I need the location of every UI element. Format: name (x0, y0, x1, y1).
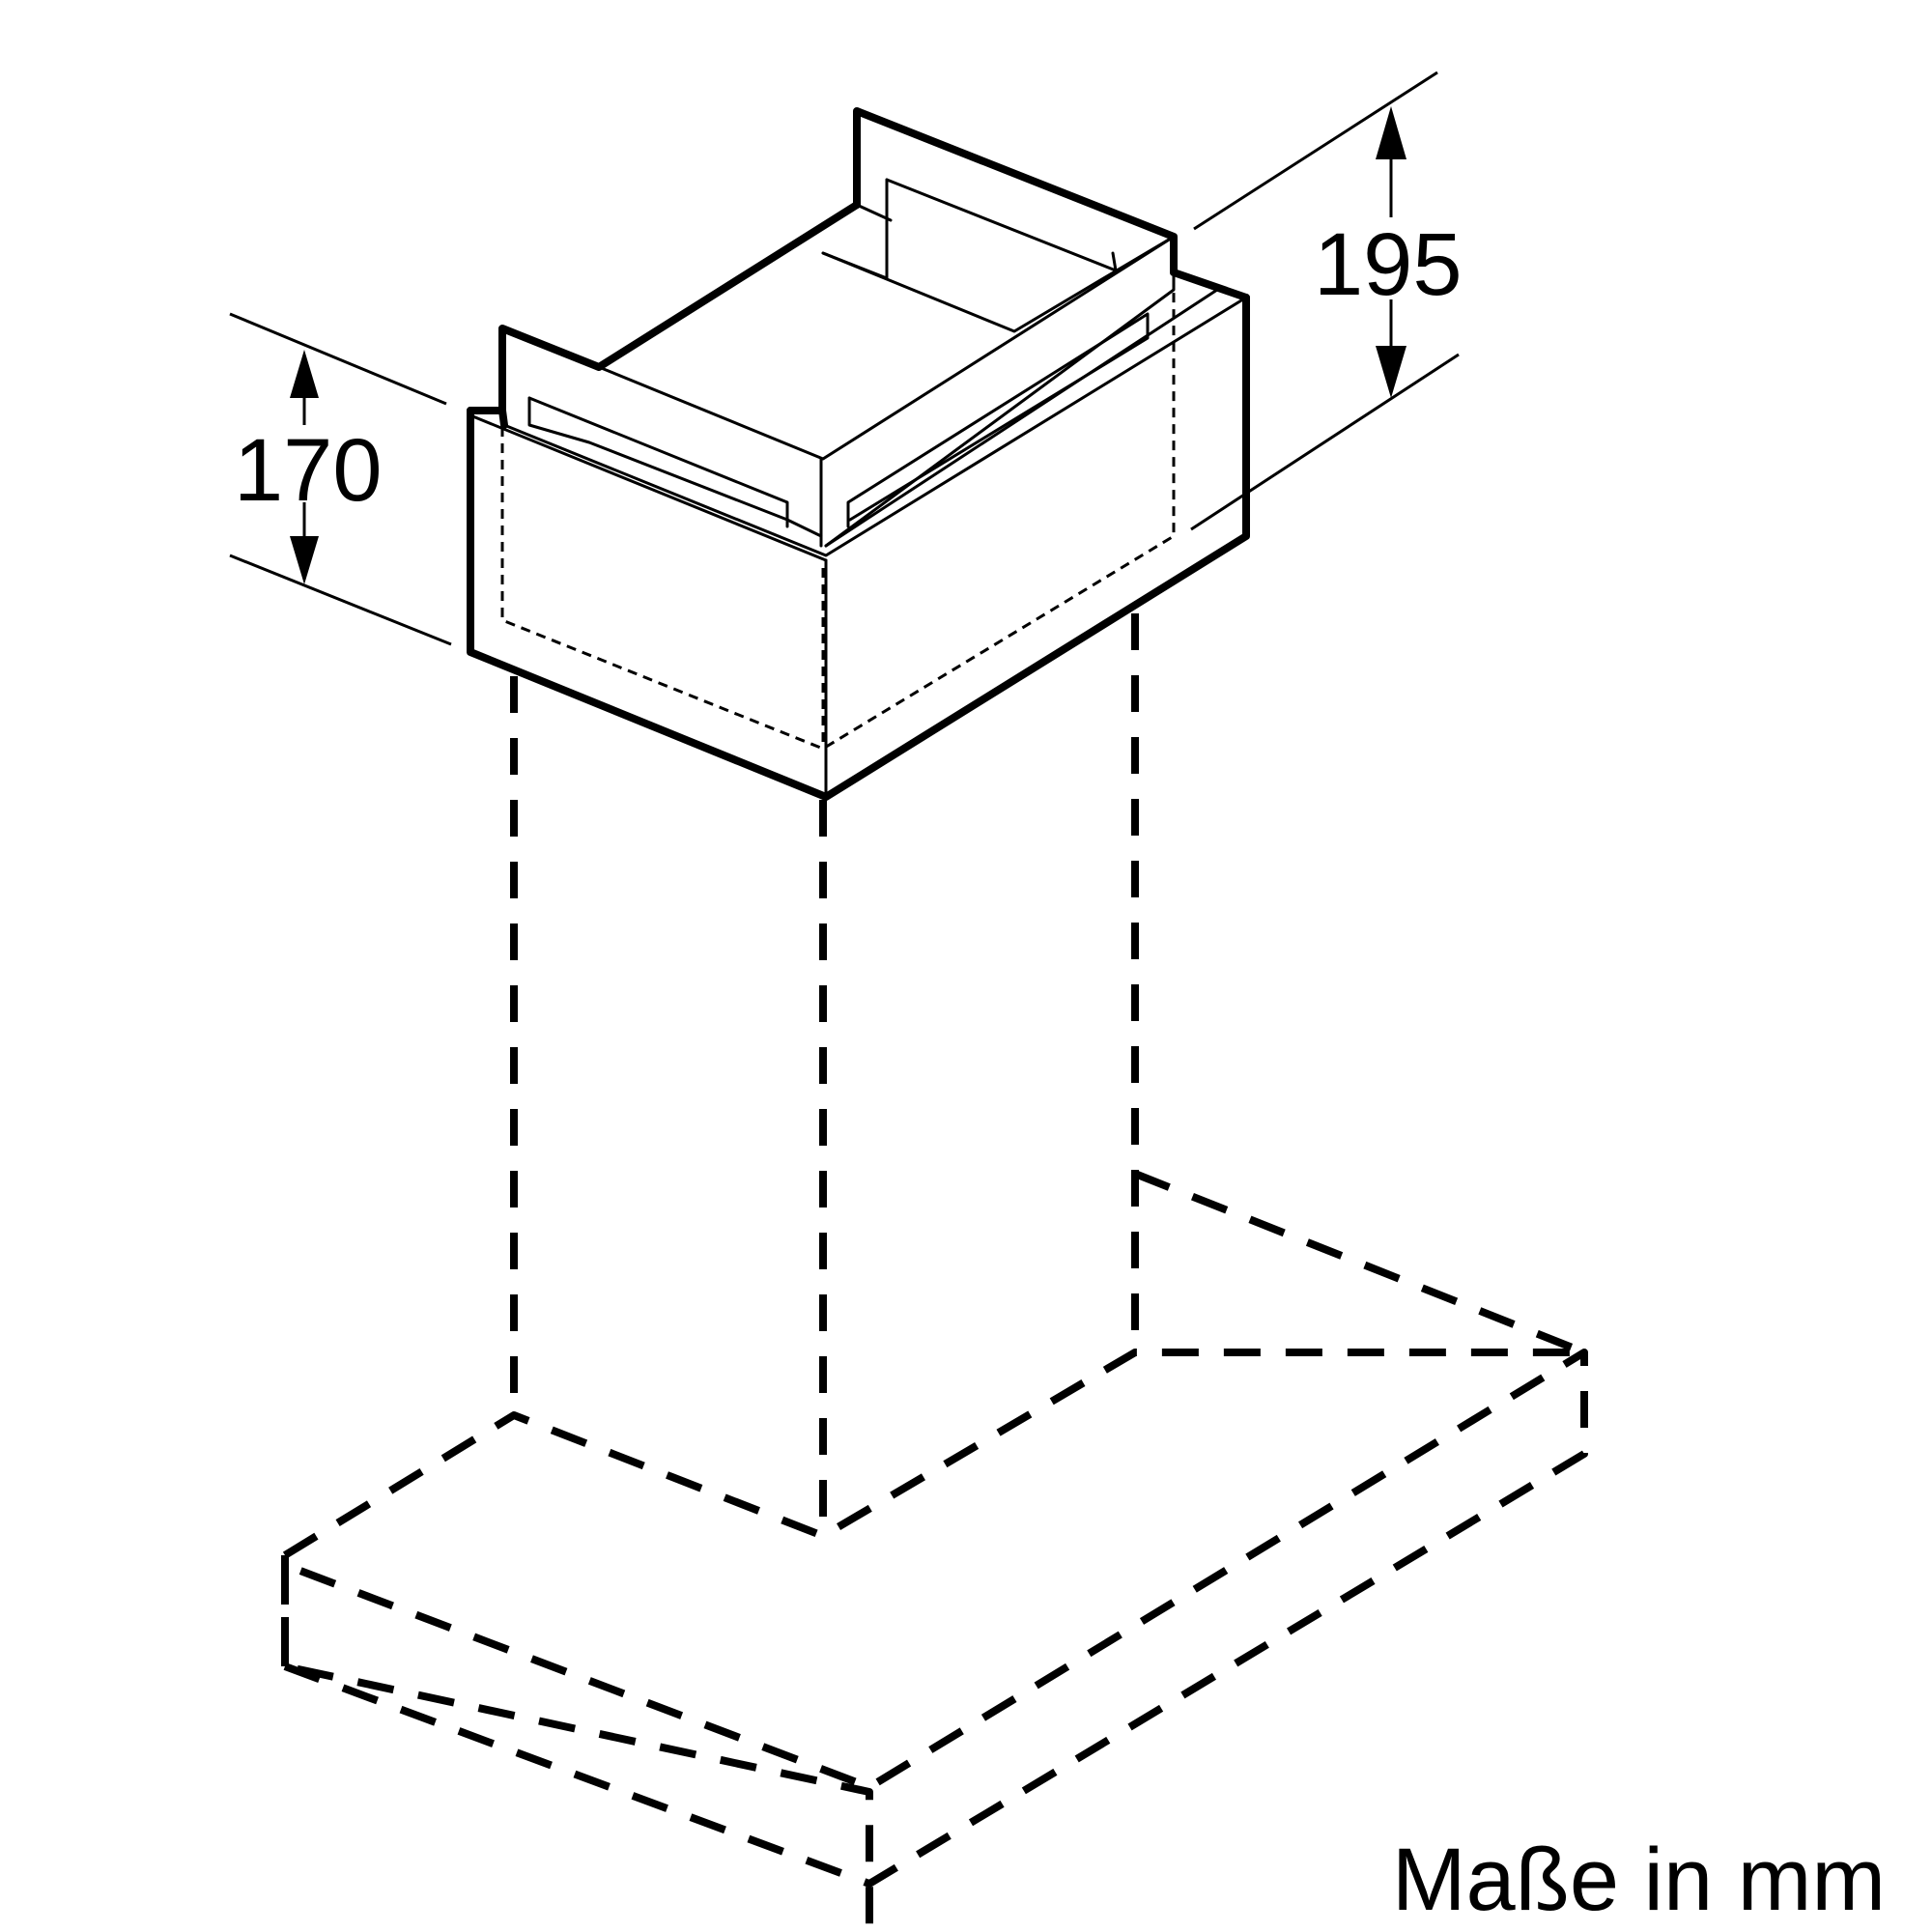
dimension-value-170: 170 (234, 421, 383, 520)
dimension-170: 170 (229, 312, 452, 646)
arrow-up-icon (290, 350, 319, 398)
dimension-195: 195 (1190, 71, 1463, 531)
bracket-hidden-edges (500, 275, 1176, 751)
hood-canopy-dashed (281, 1170, 1588, 1927)
unit-label: Maße in mm (1391, 1831, 1886, 1929)
arrow-down-icon (290, 536, 319, 584)
mounting-bracket (467, 273, 1250, 801)
upper-chimney-cover (498, 107, 1250, 548)
extension-line-top-170 (229, 312, 447, 406)
arrow-down-icon (1376, 346, 1406, 398)
extension-line-bottom-170 (229, 554, 452, 646)
dimension-value-195: 195 (1314, 215, 1463, 314)
arrow-up-icon (1376, 106, 1406, 159)
extension-line-top-195 (1193, 71, 1438, 231)
extension-line-bottom-195 (1190, 353, 1460, 531)
